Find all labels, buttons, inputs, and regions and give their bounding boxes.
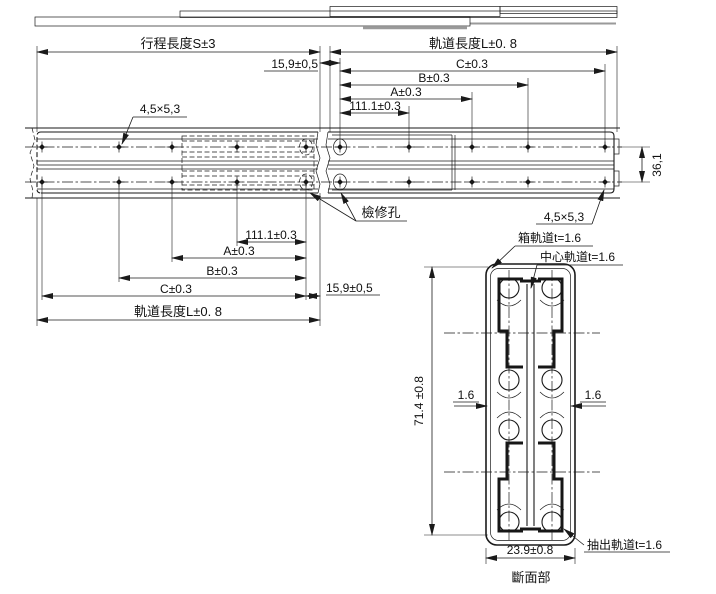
break-edge-left-member [315, 131, 321, 194]
rail-width-dimension: 36,1 [620, 146, 664, 183]
dim-section-height: 71.4 ±0.8 [412, 376, 426, 426]
label-box-rail: 箱軌道t=1.6 [518, 230, 581, 245]
label-center-rail: 中心軌道t=1.6 [540, 249, 615, 264]
ball-seats [496, 299, 565, 511]
rail-channels [497, 277, 564, 533]
dim-section-width: 23.9±0.8 [507, 543, 554, 557]
label-slot-left: 4,5×5,3 [140, 102, 181, 116]
center-rail-web [520, 279, 541, 531]
side-view [34, 6, 618, 30]
dim-b-top: B±0.3 [418, 71, 450, 85]
dim-rail-length-top: 軌道長度L±0. 8 [429, 36, 517, 51]
plan-view [25, 127, 622, 199]
label-inspection-hole: 檢修孔 [361, 205, 400, 220]
dim-111-bottom: 111.1±0.3 [245, 228, 297, 242]
dim-web-right: 1.6 [585, 388, 602, 402]
section-caption: 斷面部 [511, 570, 550, 585]
break-edge-right-member [325, 131, 331, 194]
hidden-rail-dashed [181, 135, 315, 191]
dim-web-left: 1.6 [458, 388, 475, 402]
top-dimensions: 行程長度S±3 軌道長度L±0. 8 15,9±0,5 C±0.3 B±0.3 … [36, 36, 618, 150]
dim-stroke-length: 行程長度S±3 [140, 36, 215, 51]
dim-a-bottom: A±0.3 [223, 244, 255, 258]
dim-end-offset-top: 15,9±0,5 [271, 57, 318, 71]
dim-b-bottom: B±0.3 [206, 264, 238, 278]
dim-c-bottom: C±0.3 [160, 282, 192, 296]
dim-end-offset-bottom: 15,9±0,5 [326, 281, 373, 295]
callout-labels: 4,5×5,3 4,5×5,3 檢修孔 [121, 102, 605, 225]
mounting-holes [36, 141, 611, 188]
break-line-left [29, 127, 36, 199]
section-view: 71.4 ±0.8 1.6 1.6 23.9±0.8 斷面部 箱軌道t=1.6 … [412, 230, 670, 585]
ball-bearings [498, 277, 563, 533]
dim-rail-length-bottom: 軌道長度L±0. 8 [134, 304, 222, 319]
dim-rail-width: 36,1 [650, 153, 664, 177]
label-pullout-rail: 抽出軌道t=1.6 [587, 537, 662, 552]
label-slot-right: 4,5×5,3 [544, 210, 585, 224]
dim-111-top: 111.1±0.3 [349, 99, 401, 113]
dim-a-top: A±0.3 [390, 85, 422, 99]
bottom-dimensions: 111.1±0.3 A±0.3 B±0.3 C±0.3 15,9±0,5 軌道長… [36, 185, 380, 326]
dim-c-top: C±0.3 [456, 57, 488, 71]
